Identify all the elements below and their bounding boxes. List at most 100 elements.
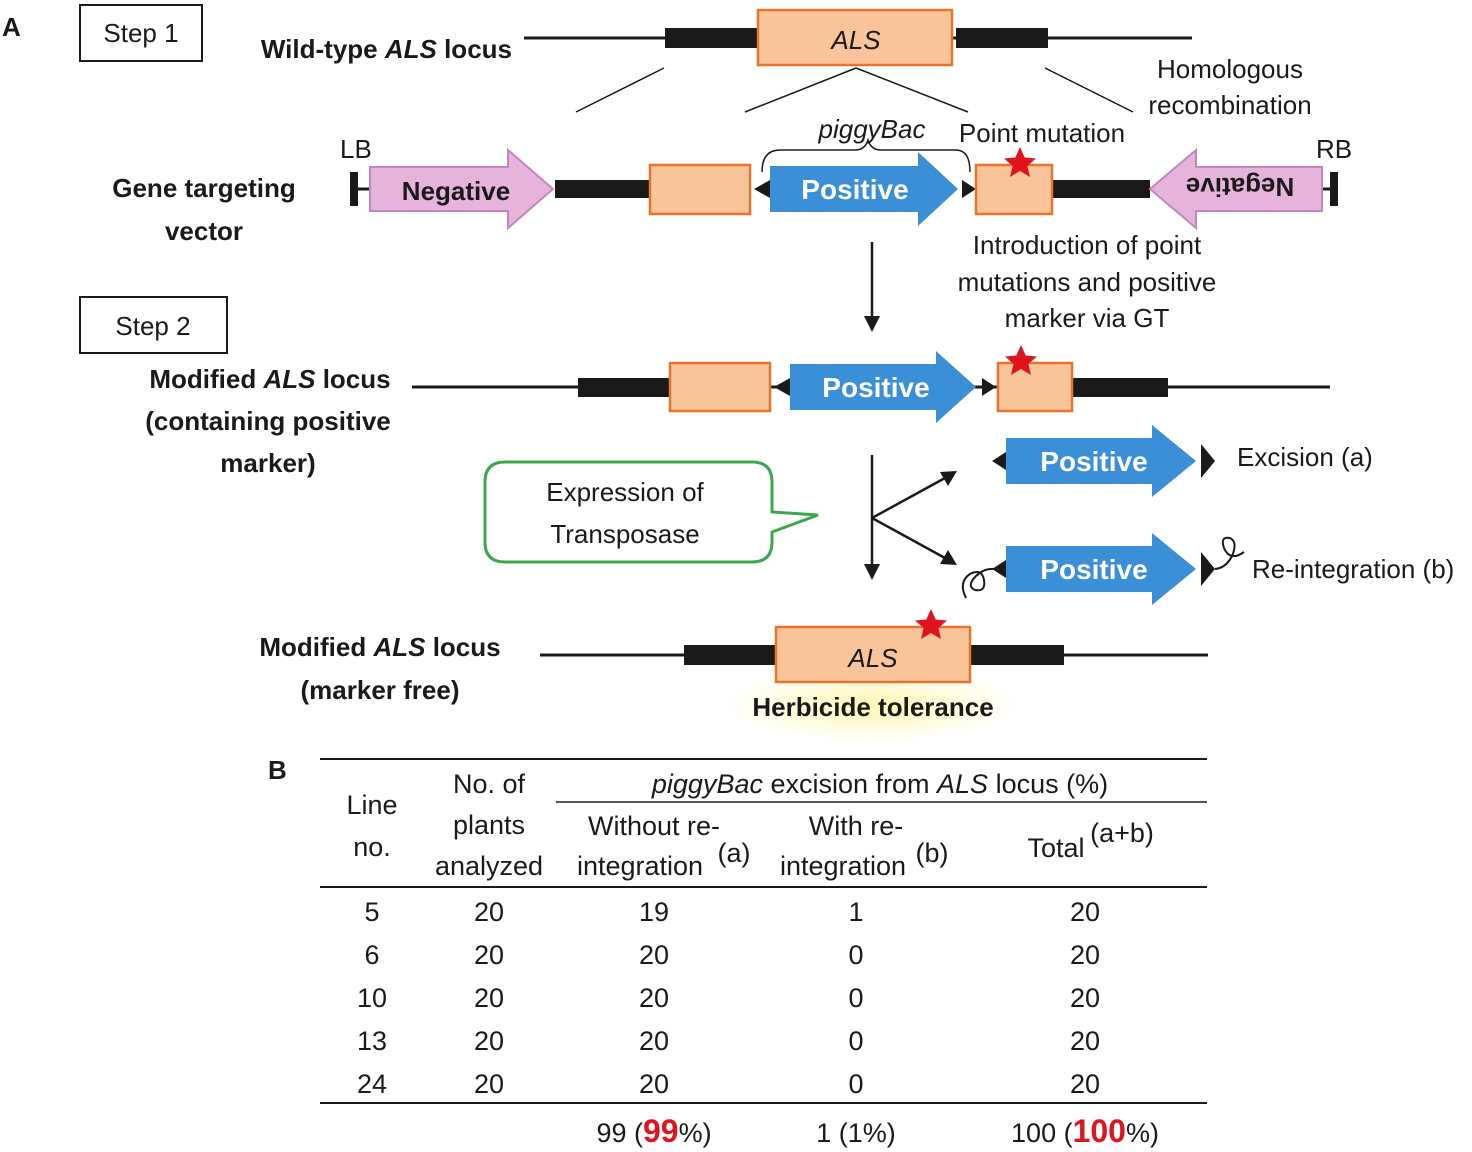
table-cell-line: 24 xyxy=(357,1069,387,1099)
summary-total: 100 (100%) xyxy=(1011,1113,1159,1149)
step2-box: Step 2 xyxy=(79,296,228,354)
table-cell-line: 5 xyxy=(364,897,379,927)
svg-text:Positive: Positive xyxy=(822,372,929,403)
svg-text:Line: Line xyxy=(346,790,397,820)
wild-type-locus: ALS xyxy=(524,8,1192,67)
table-cell-line: 10 xyxy=(357,983,387,1013)
containing-label-2: (containing positive xyxy=(145,406,391,436)
svg-text:(a+b): (a+b) xyxy=(1090,818,1154,848)
intro-line-2: mutations and positive xyxy=(958,267,1217,297)
summary-with: 1 (1%) xyxy=(816,1118,896,1148)
step1-box: Step 1 xyxy=(79,4,203,62)
herbicide-label: Herbicide tolerance xyxy=(752,692,993,722)
table-cell-a: 20 xyxy=(639,1026,669,1056)
mutation-star-icon-3 xyxy=(915,609,947,639)
table-cell-total: 20 xyxy=(1070,983,1100,1013)
summary-without: 99 (99%) xyxy=(596,1113,711,1149)
piggybac-bracket xyxy=(761,137,971,173)
svg-text:Step 1: Step 1 xyxy=(103,18,178,48)
table-row: 10 20 20 0 20 xyxy=(357,983,1100,1013)
down-arrow-2 xyxy=(864,455,957,580)
results-table: Line no. No. of plants analyzed piggyBac… xyxy=(320,758,1207,1149)
svg-text:Positive: Positive xyxy=(1040,554,1147,585)
table-cell-a: 20 xyxy=(639,940,669,970)
svg-text:Positive: Positive xyxy=(1040,446,1147,477)
intro-line-3: marker via GT xyxy=(1005,303,1170,333)
svg-text:integration: integration xyxy=(780,851,906,881)
table-cell-plants: 20 xyxy=(474,897,504,927)
wild-type-label: Wild-type ALS locus xyxy=(261,34,512,64)
svg-text:With re-: With re- xyxy=(809,811,904,841)
intro-line-1: Introduction of point xyxy=(973,230,1202,260)
svg-text:Expression of: Expression of xyxy=(546,477,704,507)
recombination-label: recombination xyxy=(1148,90,1311,120)
svg-text:integration: integration xyxy=(577,851,703,881)
svg-text:ALS: ALS xyxy=(846,643,898,673)
mutation-star-icon-2 xyxy=(1005,345,1037,375)
svg-text:Transposase: Transposase xyxy=(550,519,699,549)
svg-text:Negative: Negative xyxy=(402,176,510,206)
homologous-label: Homologous xyxy=(1157,54,1303,84)
excised-positive: Positive xyxy=(992,425,1215,497)
table-cell-plants: 20 xyxy=(474,940,504,970)
containing-label-3: marker) xyxy=(220,448,315,478)
table-cell-plants: 20 xyxy=(474,1069,504,1099)
table-cell-total: 20 xyxy=(1070,1069,1100,1099)
modified-locus-positive: Positive xyxy=(412,345,1330,423)
modified-locus-free-label: Modified ALS locus xyxy=(259,632,500,662)
table-cell-a: 20 xyxy=(639,1069,669,1099)
reintegrated-positive: Positive xyxy=(961,533,1245,605)
table-cell-total: 20 xyxy=(1070,1026,1100,1056)
table-cell-b: 0 xyxy=(848,1069,863,1099)
table-cell-b: 0 xyxy=(848,940,863,970)
svg-text:Step 2: Step 2 xyxy=(115,311,190,341)
table-cell-total: 20 xyxy=(1070,897,1100,927)
transposase-callout: Expression of Transposase xyxy=(483,460,819,564)
table-cell-plants: 20 xyxy=(474,983,504,1013)
point-mutation-label: Point mutation xyxy=(959,118,1125,148)
itr-right-triangle xyxy=(962,180,976,198)
recombination-lines xyxy=(575,67,1134,113)
rb-label: RB xyxy=(1316,134,1352,164)
vector-label-1: Gene targeting xyxy=(112,173,295,203)
svg-text:(b): (b) xyxy=(916,838,949,868)
svg-text:no.: no. xyxy=(353,832,391,862)
positive-marker-vector: Positive xyxy=(770,152,958,226)
panel-a-label: A xyxy=(2,12,21,42)
mutation-star-icon xyxy=(1004,147,1036,177)
table-row: 13 20 20 0 20 xyxy=(357,1026,1100,1056)
marker-free-label: (marker free) xyxy=(301,675,460,705)
reintegration-label: Re-integration (b) xyxy=(1252,554,1454,584)
svg-text:analyzed: analyzed xyxy=(435,851,543,881)
svg-text:Total: Total xyxy=(1027,833,1084,863)
table-row: 6 20 20 0 20 xyxy=(364,940,1100,970)
svg-text:Positive: Positive xyxy=(801,174,908,205)
als-fragment-left-vector xyxy=(648,163,752,216)
table-cell-plants: 20 xyxy=(474,1026,504,1056)
vector-label-2: vector xyxy=(165,216,243,246)
table-cell-a: 19 xyxy=(639,897,669,927)
table-cell-line: 13 xyxy=(357,1026,387,1056)
svg-text:Without re-: Without re- xyxy=(588,811,720,841)
svg-text:Negative: Negative xyxy=(1186,172,1294,202)
panel-b-label: B xyxy=(268,755,287,785)
herbicide-glow xyxy=(722,667,1022,743)
gene-targeting-vector: Negative Positive Negative xyxy=(350,147,1338,231)
marker-free-locus: ALS xyxy=(540,609,1208,684)
excision-span-header: piggyBac excision from ALS locus (%) xyxy=(651,769,1108,799)
svg-text:plants: plants xyxy=(453,810,525,840)
table-cell-a: 20 xyxy=(639,983,669,1013)
table-cell-line: 6 xyxy=(364,940,379,970)
itr-left-triangle xyxy=(754,180,770,198)
svg-text:No. of: No. of xyxy=(453,769,526,799)
table-cell-b: 0 xyxy=(848,983,863,1013)
down-arrow-1 xyxy=(864,242,880,332)
table-row: 24 20 20 0 20 xyxy=(357,1069,1100,1099)
table-cell-b: 0 xyxy=(848,1026,863,1056)
table-cell-total: 20 xyxy=(1070,940,1100,970)
lb-label: LB xyxy=(340,134,372,164)
als-gene-box-wt xyxy=(756,8,954,67)
